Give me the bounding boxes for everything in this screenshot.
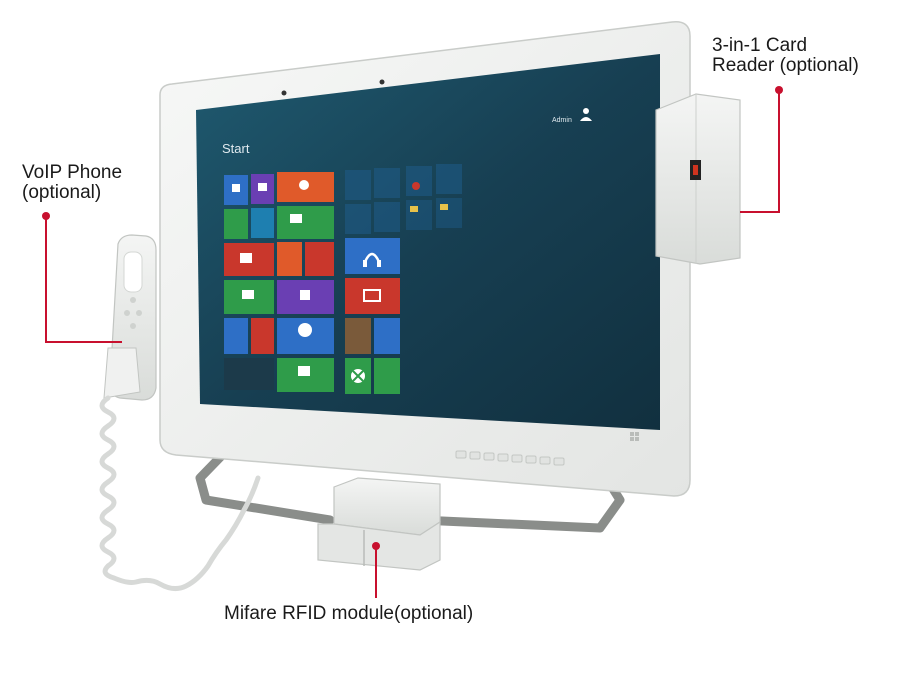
start-tiles-group-3[interactable] bbox=[406, 164, 462, 230]
phone-cord bbox=[99, 395, 261, 592]
callout-voip-line1: VoIP Phone bbox=[22, 162, 123, 183]
user-name: Admin bbox=[552, 117, 572, 124]
callout-card-line2: Reader (optional) bbox=[712, 55, 859, 76]
start-tiles-group-2[interactable] bbox=[345, 168, 400, 394]
callout-rfid-line bbox=[372, 542, 380, 598]
callout-voip-line bbox=[42, 212, 122, 343]
callout-card-line1: 3-in-1 Card bbox=[712, 35, 808, 56]
user-icon bbox=[580, 108, 592, 121]
callout-rfid-label: Mifare RFID module(optional) bbox=[224, 603, 474, 624]
card-reader-module bbox=[655, 93, 741, 265]
monitor: Start Admin bbox=[159, 21, 691, 497]
xbox-icon bbox=[351, 369, 365, 383]
rfid-module bbox=[317, 477, 441, 571]
voip-phone bbox=[103, 234, 157, 401]
callout-card-label: 3-in-1 Card Reader (optional) bbox=[712, 36, 859, 76]
headphones-icon bbox=[363, 252, 381, 267]
callout-voip-line2: (optional) bbox=[22, 182, 102, 203]
start-label: Start bbox=[222, 141, 250, 156]
front-buttons[interactable] bbox=[455, 450, 565, 466]
callout-voip-label: VoIP Phone (optional) bbox=[22, 163, 122, 203]
start-tiles[interactable] bbox=[224, 172, 334, 392]
camera-icon bbox=[281, 90, 287, 96]
callout-card-line bbox=[740, 86, 783, 213]
windows-key-icon[interactable] bbox=[630, 432, 639, 441]
